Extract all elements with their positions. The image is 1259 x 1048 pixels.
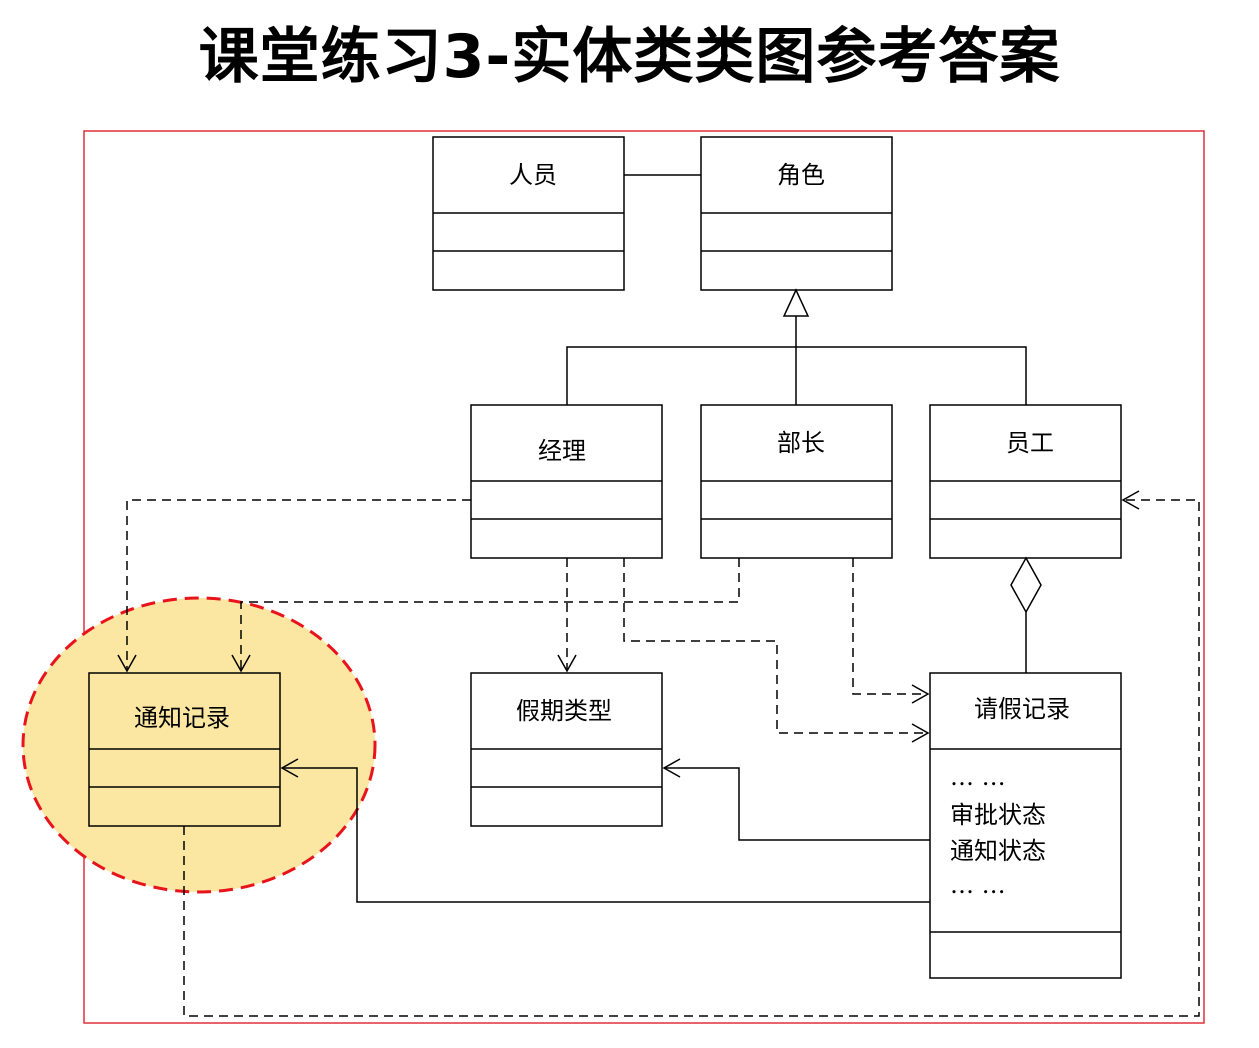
dep-manager-notice <box>117 499 471 673</box>
class-notice-record-name: 通知记录 <box>134 704 230 732</box>
class-leave-record[interactable]: 请假记录 … … 审批状态 通知状态 … … <box>929 672 1122 979</box>
dep-minister-leave <box>852 558 930 704</box>
aggregation-diamond-icon <box>1010 556 1042 614</box>
assoc-leave-to-notice <box>280 758 930 903</box>
diagram-frame <box>83 130 1205 1024</box>
class-employee-name: 员工 <box>1006 429 1054 457</box>
dep-minister-notice <box>231 558 740 673</box>
dep-manager-leavetype <box>557 558 577 673</box>
aggregation-employee-leave <box>1010 556 1042 673</box>
attr-ellipsis-bottom: … … <box>950 871 1006 899</box>
highlight-ellipse <box>21 596 377 894</box>
assoc-leave-to-type <box>662 758 930 841</box>
class-manager[interactable]: 经理 <box>470 404 663 559</box>
attr-approval-status: 审批状态 <box>950 801 1046 829</box>
class-employee[interactable]: 员工 <box>929 404 1122 559</box>
class-notice-record[interactable]: 通知记录 <box>88 672 281 827</box>
generalization-role <box>566 288 1027 405</box>
attr-notice-status: 通知状态 <box>950 837 1046 865</box>
dep-manager-leave <box>623 558 930 743</box>
class-role-name: 角色 <box>777 161 825 189</box>
class-leave-record-name: 请假记录 <box>974 695 1070 723</box>
dep-notice-employee <box>183 490 1200 1017</box>
page-title: 课堂练习3-实体类类图参考答案 <box>198 22 1061 92</box>
class-leave-type[interactable]: 假期类型 <box>470 672 663 827</box>
class-manager-name: 经理 <box>538 437 586 465</box>
class-minister[interactable]: 部长 <box>700 404 893 559</box>
class-minister-name: 部长 <box>777 429 825 457</box>
class-person-name: 人员 <box>509 161 557 189</box>
attr-ellipsis-top: … … <box>950 763 1006 791</box>
class-role[interactable]: 角色 <box>700 136 893 291</box>
class-leave-type-name: 假期类型 <box>516 697 612 725</box>
class-person[interactable]: 人员 <box>432 136 625 291</box>
inheritance-triangle-icon <box>782 288 810 317</box>
